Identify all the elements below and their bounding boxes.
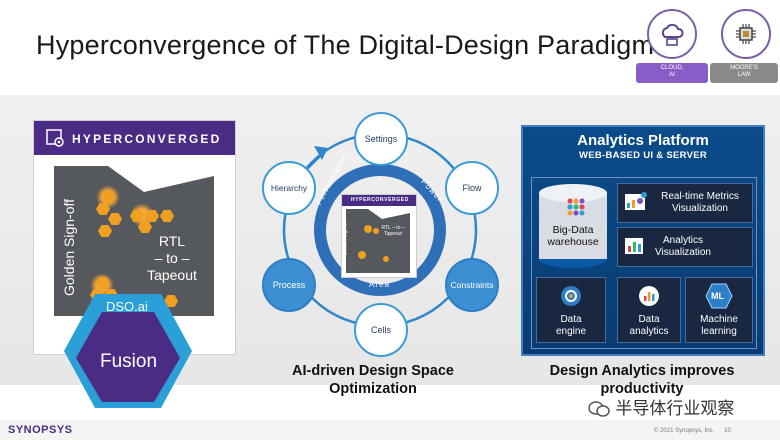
analytics-platform-panel: Analytics Platform WEB-BASED UI & SERVER… (521, 125, 765, 356)
mini-rtl-text: RTL – to – Tapeout (381, 225, 405, 237)
node-constraints: Constraints (445, 258, 499, 312)
hex-cluster-top (90, 183, 180, 243)
analytics-gauge-icon (639, 286, 659, 306)
node-hierarchy: Hierarchy (262, 161, 316, 215)
copyright-text: © 2021 Synopsys, Inc. 10 (654, 428, 731, 434)
node-settings: Settings (354, 112, 408, 166)
analytics-platform-title: Analytics Platform (577, 132, 709, 149)
mini-hyperconverged-card: HYPERCONVERGED Golden Sign-off RTL – to … (341, 194, 417, 278)
mini-header: HYPERCONVERGED (342, 195, 416, 206)
synopsys-logo: SYNOPSYS (8, 424, 73, 436)
hyperconverged-label: HYPERCONVERGED (72, 132, 222, 146)
footer-bar (0, 420, 780, 440)
node-flow: Flow (445, 161, 499, 215)
page-number: 10 (724, 428, 731, 434)
wechat-icon (588, 401, 610, 417)
badge-cloud-ai: CLOUD,AI (636, 9, 708, 83)
ml-badge-text: ML (711, 291, 724, 301)
bar-chart-icon (625, 238, 643, 254)
gear-chip-icon (46, 129, 64, 147)
engine-icon (561, 286, 581, 306)
chip-icon (721, 9, 771, 59)
slide-title: Hyperconvergence of The Digital-Design P… (36, 30, 655, 60)
ml-icon (705, 283, 733, 309)
fusion-hexagon (64, 294, 192, 408)
analytics-platform-subtitle: WEB-BASED UI & SERVER (578, 150, 708, 161)
dashboard-icon (625, 192, 647, 210)
database-icon (539, 184, 607, 268)
hyperconverged-header: HYPERCONVERGED (34, 121, 235, 155)
rtl-to-tapeout: RTL – to – Tapeout (147, 233, 197, 283)
golden-signoff-text: Golden Sign-off (61, 198, 77, 296)
cloud-ai-icon (647, 9, 697, 59)
middle-caption: AI-driven Design Space Optimization (292, 363, 454, 397)
right-caption: Design Analytics improves productivity (549, 363, 735, 397)
ring-label-area: Area (369, 280, 390, 289)
node-process: Process (262, 258, 316, 312)
watermark-text: 半导体行业观察 (615, 399, 735, 419)
dso-ai-label: DSO.ai (106, 299, 148, 314)
wechat-watermark: 半导体行业观察 (588, 394, 734, 419)
badge-cloud-label: CLOUD,AI (636, 63, 708, 83)
fusion-label: Fusion (100, 351, 158, 372)
mini-vertical-text: Golden Sign-off (342, 220, 349, 256)
node-cells: Cells (354, 303, 408, 357)
inner-frame (531, 177, 757, 349)
